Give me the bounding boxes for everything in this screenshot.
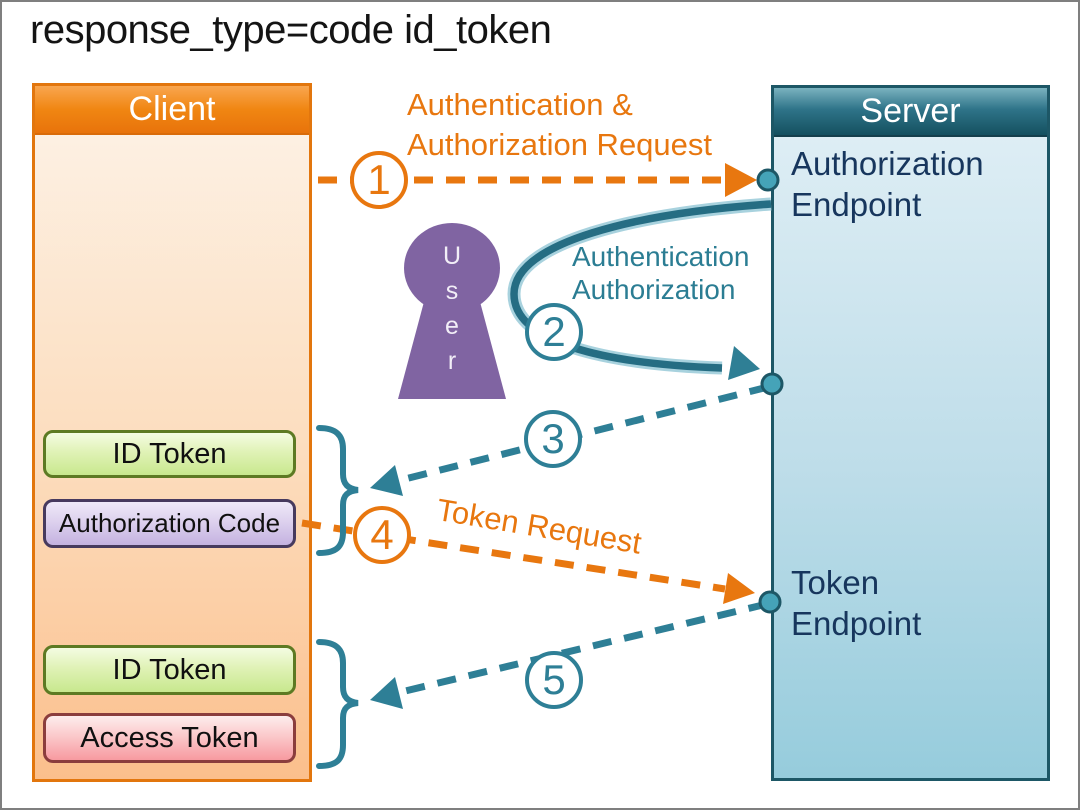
page-title: response_type=code id_token (30, 8, 552, 52)
user-letter: s (445, 277, 459, 305)
token-endpoint-label: Token Endpoint (791, 562, 921, 644)
server-box: Server (771, 85, 1050, 781)
step2-label-line2: Authorization (572, 274, 736, 305)
user-letter: r (447, 347, 457, 375)
step2-label: Authentication Authorization (572, 240, 749, 306)
token-endpoint-line2: Endpoint (791, 605, 922, 642)
step1-label-line1: Authentication & (407, 87, 633, 122)
id-token-chip-1: ID Token (43, 430, 296, 478)
authorization-endpoint-line1: Authorization (791, 145, 984, 182)
user-letter: U (442, 242, 462, 270)
access-token-chip: Access Token (43, 713, 296, 763)
step2-label-line1: Authentication (572, 241, 750, 272)
authorization-code-chip: Authorization Code (43, 499, 296, 548)
step1-label: Authentication & Authorization Request (407, 85, 712, 165)
step4-label: Token Request (434, 492, 644, 561)
user-label: U s e r (429, 239, 475, 379)
step1-label-line2: Authorization Request (407, 127, 713, 162)
token-endpoint-line1: Token (791, 564, 880, 601)
user-letter: e (445, 312, 459, 340)
step1-number-badge: 1 (350, 151, 408, 209)
step5-number-badge: 5 (525, 651, 583, 709)
step3-number-badge: 3 (524, 410, 582, 468)
authorization-endpoint-line2: Endpoint (791, 186, 922, 223)
brace-tokens-bottom (316, 639, 359, 769)
step2-number-badge: 2 (525, 303, 583, 361)
step4-number-badge: 4 (353, 506, 411, 564)
id-token-chip-2: ID Token (43, 645, 296, 695)
client-header: Client (35, 86, 309, 135)
authorization-endpoint-label: Authorization Endpoint (791, 143, 984, 225)
server-header: Server (774, 88, 1047, 137)
